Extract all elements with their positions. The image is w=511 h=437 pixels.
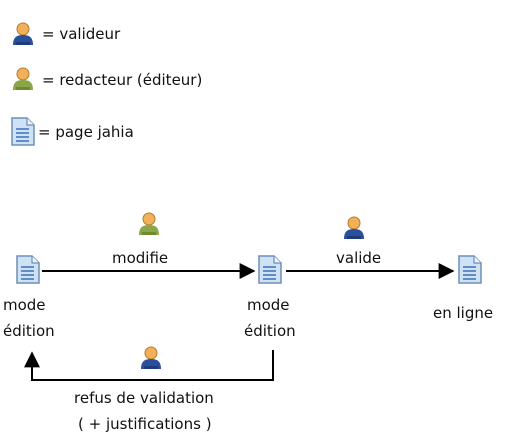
edge-refus-validator-user-icon — [138, 346, 164, 374]
node-mode-edition-line1: mode — [3, 296, 46, 314]
node-mode-edition-2-line2: édition — [244, 322, 296, 340]
node-en-ligne-label: en ligne — [433, 304, 494, 322]
edge-valide-validator-user-icon — [341, 216, 367, 244]
legend-editor-label: = redacteur (éditeur) — [42, 71, 203, 89]
node-mode-edition-line2: édition — [3, 322, 55, 340]
edge-valide-label: valide — [336, 249, 382, 267]
legend-validator-user-icon — [10, 22, 36, 50]
edge-refus-line1: refus de validation — [74, 389, 214, 407]
legend-editor-user-icon — [10, 67, 36, 95]
edge-modifie-label: modifie — [112, 249, 169, 267]
node-mode-edition-page-icon — [16, 255, 40, 288]
edge-modifie-editor-user-icon — [136, 212, 162, 240]
node-mode-edition-2-line1: mode — [247, 296, 290, 314]
legend-page-document-icon — [11, 117, 35, 150]
arrow-refus — [24, 350, 274, 381]
edge-refus-line2: ( + justifications ) — [78, 415, 212, 433]
legend-validator-label: = valideur — [42, 25, 121, 43]
legend-page-label: = page jahia — [38, 123, 134, 141]
node-mode-edition-2-page-icon — [258, 255, 282, 288]
node-en-ligne-page-icon — [458, 255, 482, 288]
